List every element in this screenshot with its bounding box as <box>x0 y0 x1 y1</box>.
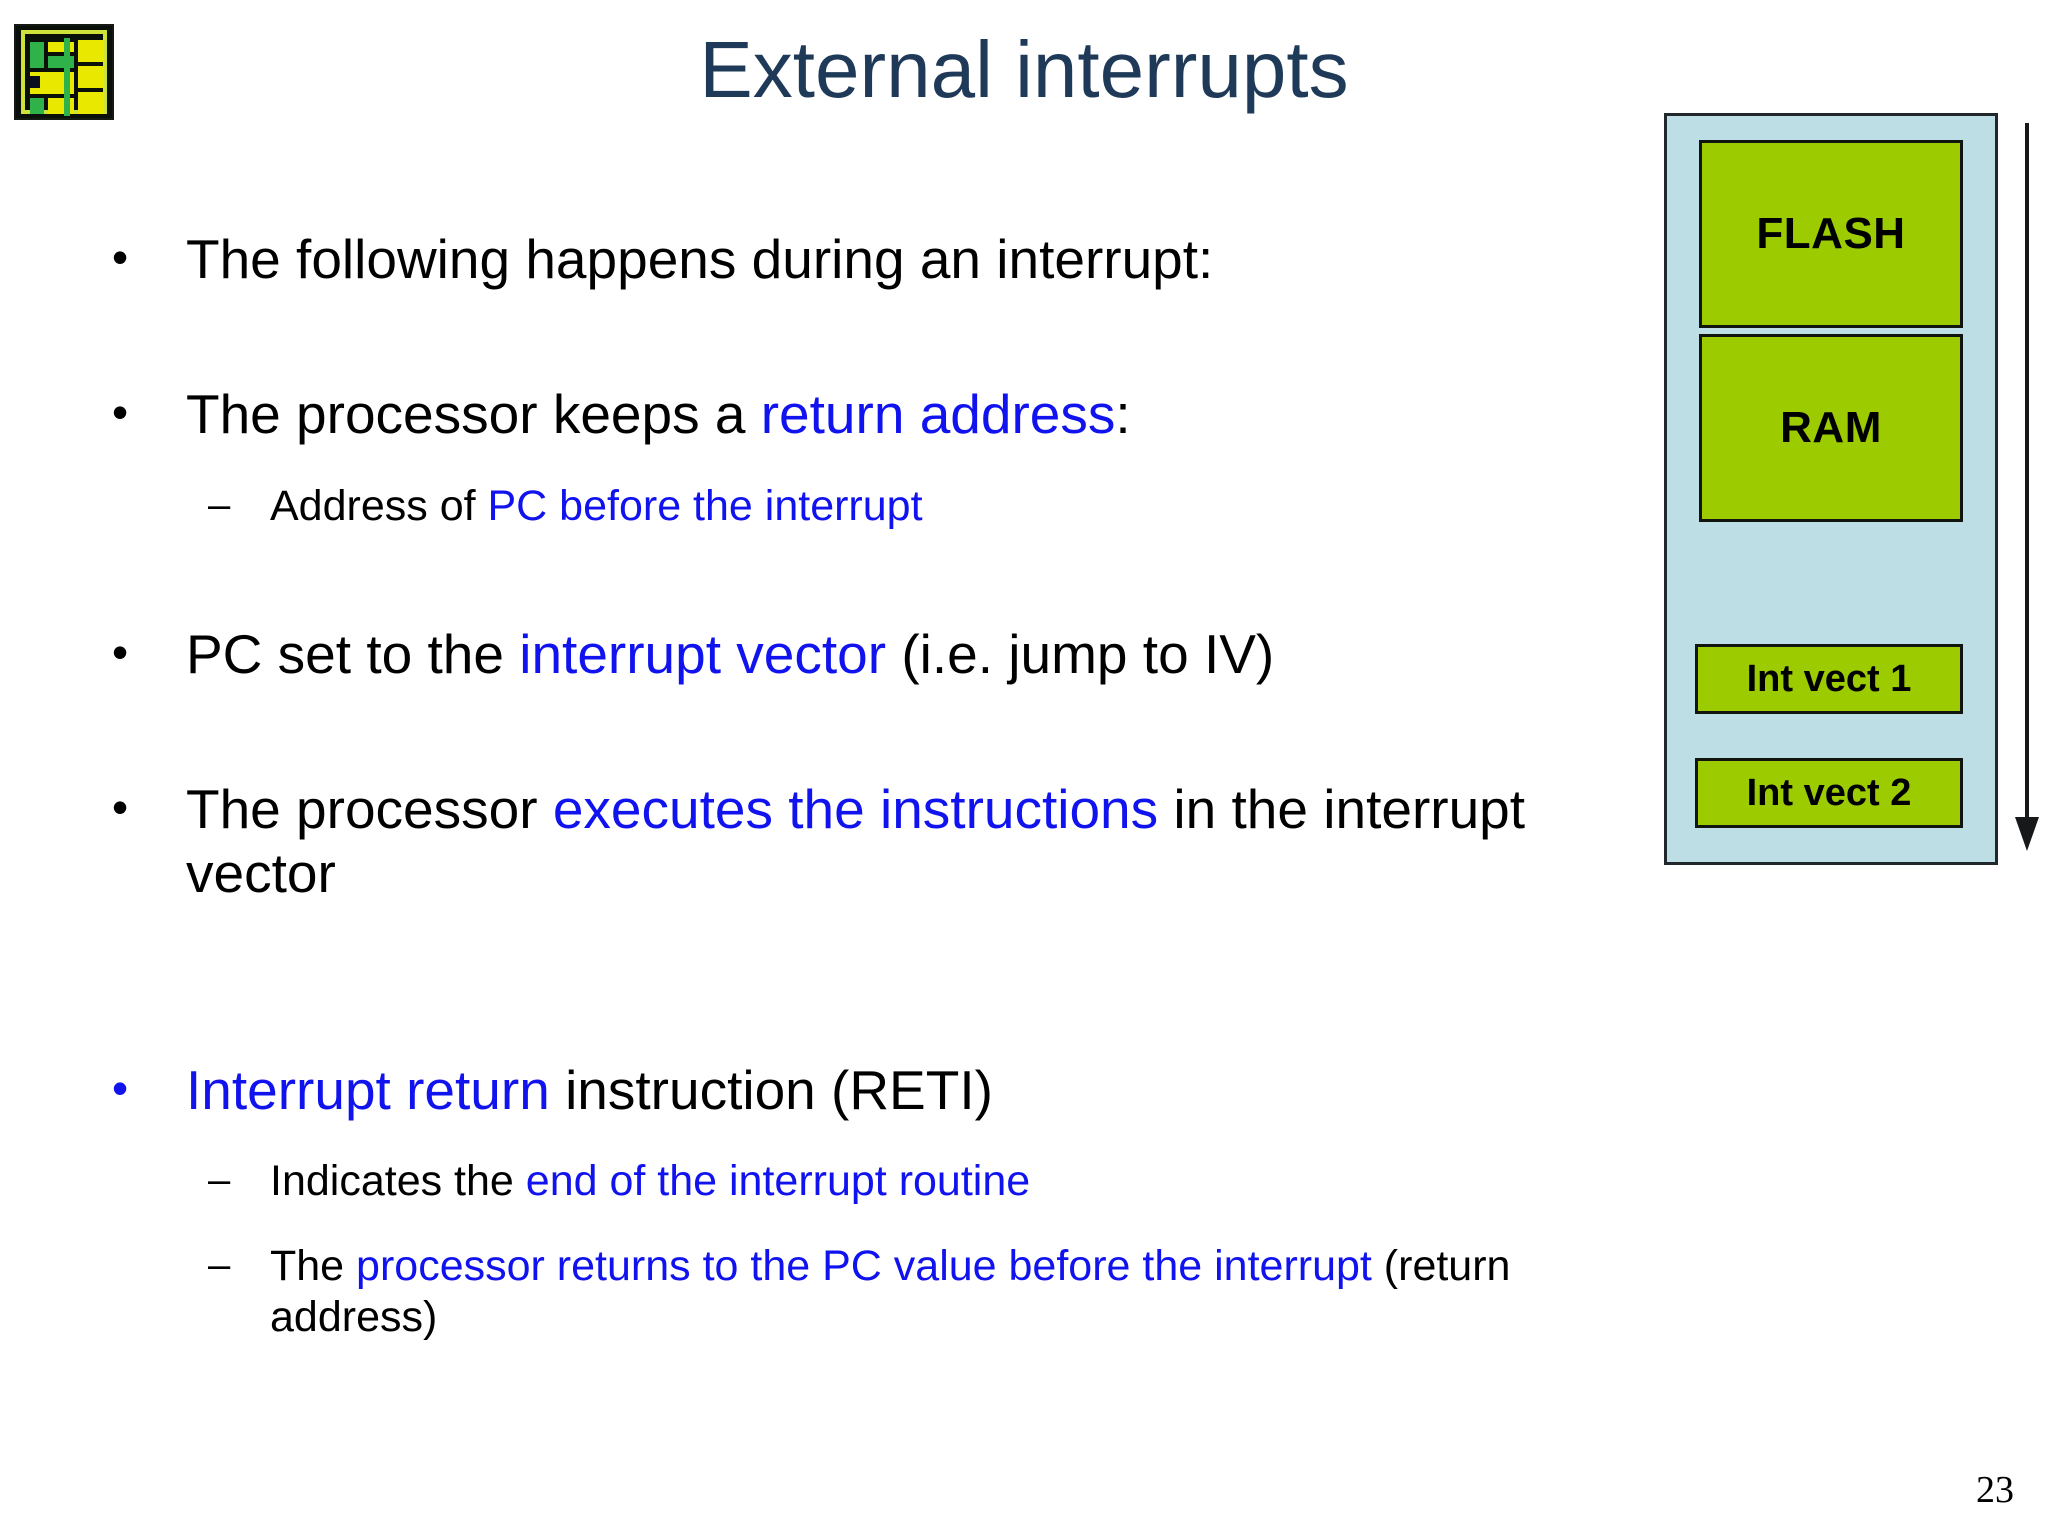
bullet-marker: – <box>208 1242 231 1287</box>
bullet-segment: (i.e. jump to IV) <box>886 623 1275 686</box>
bullet-item: • The following happens during an interr… <box>108 228 1638 291</box>
bullet-segment: (return address) <box>270 1241 1511 1341</box>
sub-bullet-item: – Address of PC before the interrupt <box>208 481 1638 532</box>
bullet-segment: The following happens during an interrup… <box>186 228 1214 290</box>
spacer <box>108 291 1638 383</box>
logo-bus <box>64 38 70 116</box>
bullet-segment: end of the interrupt routine <box>525 1157 1031 1206</box>
logo-artwork <box>16 26 112 118</box>
spacer <box>108 905 1638 997</box>
sub-bullet-item: – Indicates the end of the interrupt rou… <box>208 1156 1638 1207</box>
spacer <box>108 997 1638 1059</box>
spacer <box>108 1207 1638 1241</box>
logo-cell <box>30 42 44 68</box>
logo-cell <box>78 92 104 114</box>
logo-cell <box>30 72 74 94</box>
address-direction-arrow <box>2015 123 2039 855</box>
bullet-segment: return address <box>760 383 1116 446</box>
bullet-segment: Address of <box>270 481 488 530</box>
logo-cell <box>48 42 74 52</box>
bullet-segment: Indicates the <box>270 1157 526 1206</box>
memory-block-int-vect-1: Int vect 1 <box>1695 644 1963 714</box>
bullet-segment: instruction (RETI) <box>549 1058 993 1121</box>
bullet-text: Indicates the end of the interrupt routi… <box>270 1156 1638 1207</box>
bullet-segment: processor returns to the PC value before… <box>356 1241 1372 1290</box>
bullet-segment: : <box>1115 383 1131 446</box>
bullet-segment: The processor <box>186 778 553 841</box>
spacer <box>108 1122 1638 1156</box>
page-number: 23 <box>1976 1469 2014 1511</box>
bullet-segment: The <box>270 1241 357 1290</box>
memory-block-ram: RAM <box>1699 334 1963 522</box>
spacer <box>108 531 1638 623</box>
bullet-marker: • <box>112 1061 129 1114</box>
bullet-text: PC set to the interrupt vector (i.e. jum… <box>186 623 1638 686</box>
bullet-item: • The processor keeps a return address: <box>108 383 1638 446</box>
memory-block-int-vect-2: Int vect 2 <box>1695 758 1963 828</box>
slide-body: • The following happens during an interr… <box>108 228 1638 1342</box>
slide-title: External interrupts <box>699 25 1349 114</box>
memory-map: FLASH RAM Int vect 1 Int vect 2 <box>1664 113 1998 865</box>
bullet-text: The processor returns to the PC value be… <box>270 1241 1638 1342</box>
logo-cell <box>30 76 40 88</box>
logo-cell <box>78 66 104 88</box>
bullet-marker: • <box>112 231 129 283</box>
bullet-text: The following happens during an interrup… <box>186 228 1638 291</box>
bullet-item: • Interrupt return instruction (RETI) <box>108 1059 1638 1122</box>
bullet-item: • PC set to the interrupt vector (i.e. j… <box>108 623 1638 686</box>
bullet-segment: PC set to the <box>186 623 520 686</box>
bullet-text: The processor keeps a return address: <box>186 383 1638 446</box>
arrow-shaft <box>2025 123 2029 823</box>
bullet-marker: • <box>112 626 129 679</box>
logo-cell <box>30 98 44 114</box>
bullet-text: Address of PC before the interrupt <box>270 481 1638 532</box>
bullet-marker: – <box>208 482 231 527</box>
bullet-segment: in the interrupt vector <box>186 778 1526 904</box>
bullet-marker: – <box>208 1158 231 1203</box>
memory-block-flash: FLASH <box>1699 140 1963 328</box>
bullet-text: Interrupt return instruction (RETI) <box>186 1059 1638 1122</box>
bullet-segment: The processor keeps a <box>186 383 761 446</box>
bullet-text: The processor executes the instructions … <box>186 778 1638 905</box>
logo-cell <box>78 40 104 62</box>
bullet-marker: • <box>112 781 129 834</box>
sub-bullet-item: – The processor returns to the PC value … <box>208 1241 1638 1342</box>
bullet-segment: interrupt vector <box>519 623 887 686</box>
arrow-head-icon <box>2015 817 2039 851</box>
spacer <box>108 447 1638 481</box>
bullet-segment: executes the instructions <box>552 778 1159 841</box>
bullet-item: • The processor executes the instruction… <box>108 778 1638 905</box>
bullet-segment: Interrupt return <box>186 1058 550 1121</box>
bullet-marker: • <box>112 386 129 439</box>
bullet-segment: PC before the interrupt <box>487 481 923 530</box>
microchip-die-logo <box>14 24 114 120</box>
spacer <box>108 686 1638 778</box>
